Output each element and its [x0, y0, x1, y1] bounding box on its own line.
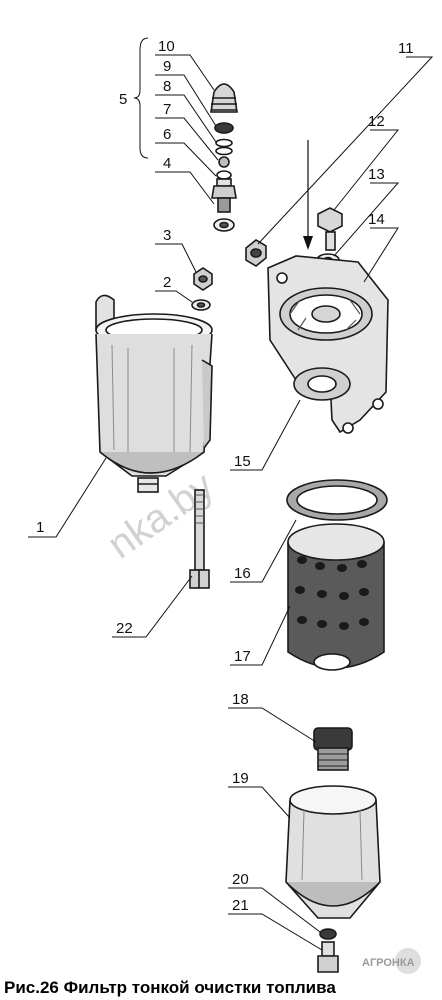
part-20-washer	[319, 928, 337, 940]
part-1-housing-bowl	[95, 294, 213, 493]
part-2-washer	[191, 299, 211, 311]
flow-arrow	[303, 140, 313, 250]
label-12: 12	[368, 113, 385, 130]
label-3: 3	[163, 227, 171, 244]
part-6-seat	[216, 170, 232, 187]
part-21-drain-bolt	[317, 941, 339, 973]
label-18: 18	[232, 691, 249, 708]
label-13: 13	[368, 166, 385, 183]
label-14: 14	[368, 211, 385, 228]
label-2: 2	[163, 274, 171, 291]
part-7-ball	[218, 156, 230, 168]
label-17: 17	[234, 648, 251, 665]
label-20: 20	[232, 871, 249, 888]
part-11-plug	[245, 239, 267, 267]
label-11: 11	[398, 40, 414, 57]
agronka-logo: АГРОНКА	[360, 946, 424, 976]
part-8-spring	[215, 138, 233, 156]
part-18-nipple	[313, 727, 353, 771]
element-holes	[295, 556, 369, 630]
valve-stack	[210, 83, 238, 232]
logo-text: АГРОНКА	[362, 957, 415, 969]
part-17-filter-element	[287, 523, 385, 671]
logo-graphic: АГРОНКА	[362, 948, 421, 974]
part-10-cap	[210, 83, 238, 113]
callout-labels: 10 9 8 7 6 5 4 3 2 1 22 11 12 13 14 15 1…	[36, 38, 414, 914]
label-1: 1	[36, 519, 44, 536]
label-15: 15	[234, 453, 251, 470]
label-8: 8	[163, 78, 171, 95]
label-7: 7	[163, 101, 171, 118]
part-4-valve-body	[211, 185, 237, 232]
part-16-seal-ring	[286, 479, 388, 521]
figure-caption: Рис.26 Фильтр тонкой очистки топлива	[4, 978, 336, 997]
label-21: 21	[232, 897, 249, 914]
label-16: 16	[234, 565, 251, 582]
label-19: 19	[232, 770, 249, 787]
leader-lines	[28, 37, 434, 951]
label-6: 6	[163, 126, 171, 143]
label-4: 4	[163, 155, 171, 172]
part-9-washer	[214, 122, 234, 134]
label-22: 22	[116, 620, 133, 637]
label-10: 10	[158, 38, 175, 55]
label-5: 5	[119, 91, 127, 108]
part-3-nut	[193, 267, 213, 291]
label-9: 9	[163, 58, 171, 75]
part-19-lower-bowl	[285, 785, 381, 919]
part-12-bolt	[317, 207, 343, 251]
part-14-filter-head	[267, 255, 389, 434]
